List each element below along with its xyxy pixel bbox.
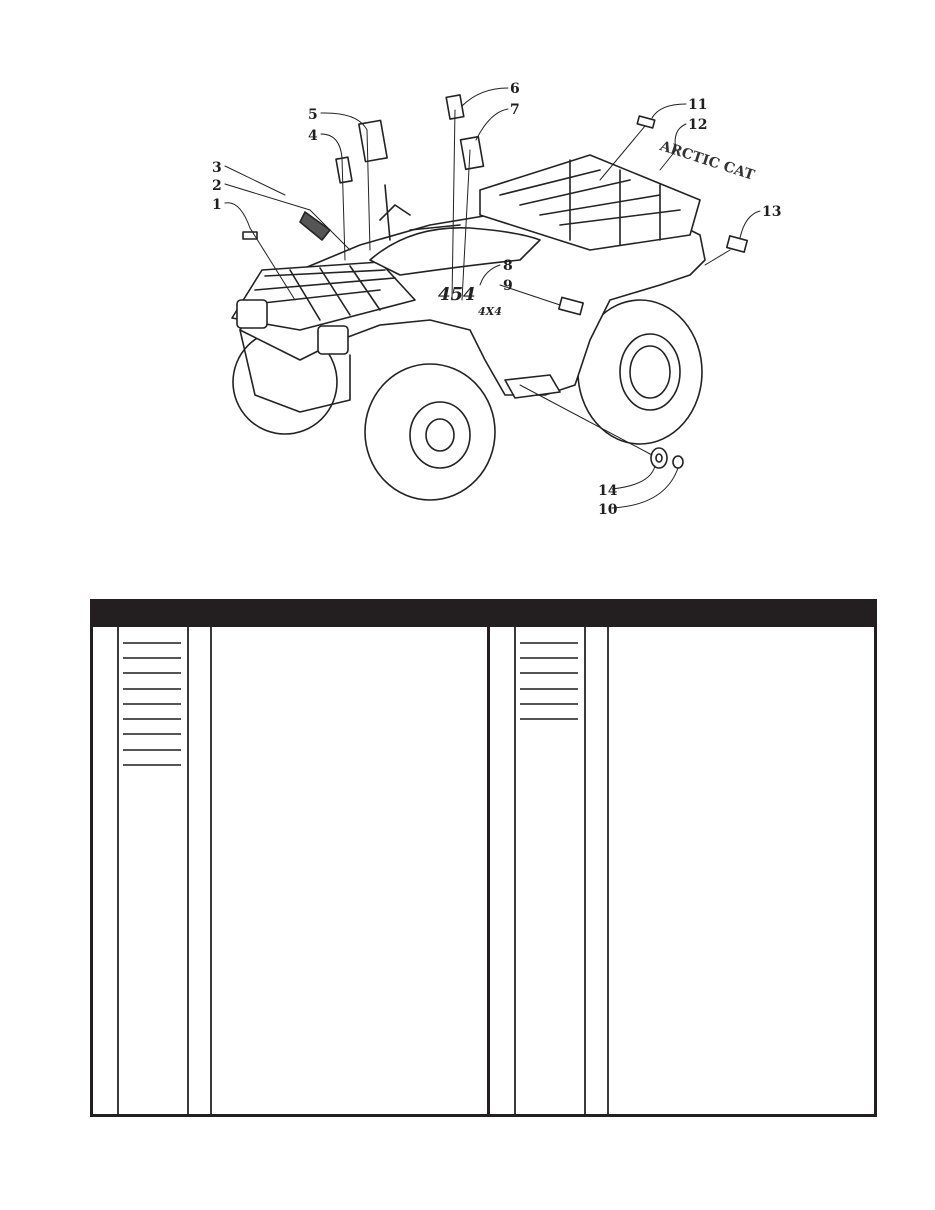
- table-header-bar: [93, 602, 874, 627]
- callout-7: 7: [510, 102, 520, 118]
- atv-illustration-icon: 454 4X4 ARCTIC CAT: [224, 87, 761, 509]
- part-number-blank: [123, 733, 181, 735]
- part-number-blank: [123, 718, 181, 720]
- part-number-blank: [520, 718, 578, 720]
- part-number-blank: [520, 657, 578, 659]
- callout-2: 2: [212, 178, 222, 194]
- callout-14: 14: [598, 483, 618, 499]
- callout-12: 12: [688, 117, 708, 133]
- callout-11: 11: [688, 97, 708, 113]
- center-divider: [487, 627, 490, 1114]
- column-divider: [514, 627, 516, 1114]
- column-divider: [187, 627, 189, 1114]
- callout-9: 9: [503, 278, 513, 294]
- part-number-blank: [123, 764, 181, 766]
- part-number-blank: [520, 688, 578, 690]
- atv-decal-diagram: 454 4X4 ARCTIC CAT 1 2 3 4 5 6 7 8 9 10 …: [0, 0, 935, 560]
- callout-8: 8: [503, 258, 513, 274]
- callout-1: 1: [212, 197, 222, 213]
- part-number-blank: [123, 703, 181, 705]
- part-number-blank: [123, 642, 181, 644]
- callout-10: 10: [598, 502, 618, 518]
- callout-4: 4: [308, 128, 318, 144]
- svg-text:4X4: 4X4: [478, 305, 502, 318]
- part-number-blank: [520, 642, 578, 644]
- part-number-blank: [123, 688, 181, 690]
- callout-3: 3: [212, 160, 222, 176]
- callout-5: 5: [308, 107, 318, 123]
- part-number-blank: [123, 749, 181, 751]
- svg-text:454: 454: [438, 284, 476, 305]
- part-number-blank: [123, 657, 181, 659]
- column-divider: [584, 627, 586, 1114]
- callout-6: 6: [510, 81, 520, 97]
- svg-text:ARCTIC CAT: ARCTIC CAT: [657, 138, 757, 184]
- column-divider: [117, 627, 119, 1114]
- callout-13: 13: [762, 204, 782, 220]
- part-number-blank: [520, 703, 578, 705]
- column-divider: [210, 627, 212, 1114]
- column-divider: [607, 627, 609, 1114]
- part-number-blank: [123, 672, 181, 674]
- part-number-blank: [520, 672, 578, 674]
- parts-list-table: [90, 599, 877, 1117]
